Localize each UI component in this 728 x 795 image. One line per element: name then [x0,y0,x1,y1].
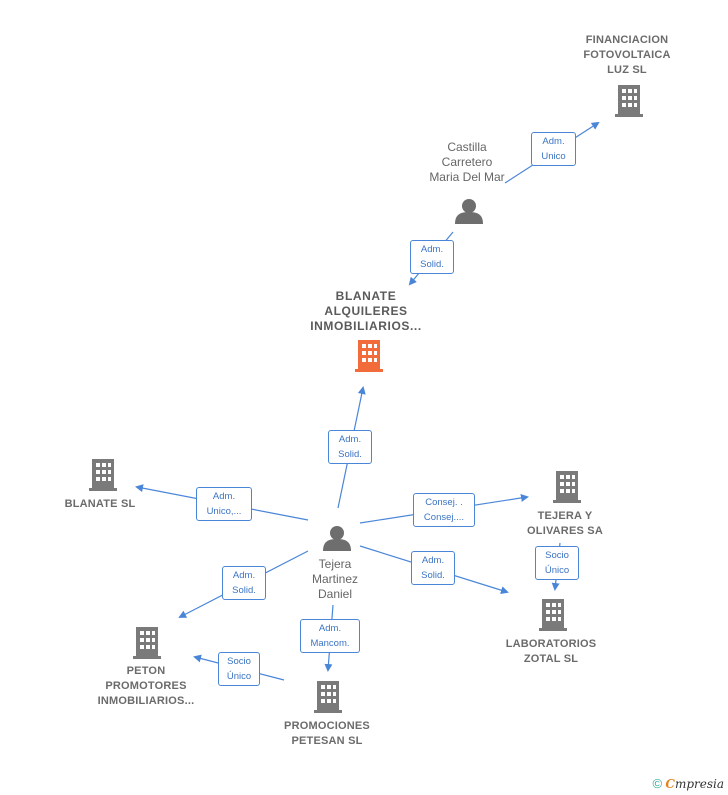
edge-label-tejera-olivares[interactable]: Consej. . Consej.... [413,493,475,527]
node-label-castilla[interactable]: Castilla Carretero Maria Del Mar [429,140,505,184]
building-icon-blanate-alquileres [355,340,383,372]
node-label-financiacion[interactable]: FINANCIACION FOTOVOLTAICA LUZ SL [583,34,671,76]
edge-label-tejera-blanate-alq[interactable]: Adm. Solid. [328,430,372,464]
building-icon-promociones [314,681,342,713]
edge-label-tejera-laboratorios[interactable]: Adm. Solid. [411,551,455,585]
building-icon-tejera-olivares [553,471,581,503]
node-label-promociones[interactable]: PROMOCIONES PETESAN SL [284,720,370,747]
person-icon-castilla [455,199,483,224]
edge-label-tejera-peton[interactable]: Adm. Solid. [222,566,266,600]
person-icon-tejera [323,526,351,551]
edge-label-castilla-blanate[interactable]: Adm. Solid. [410,240,454,274]
building-icon-financiacion [615,85,643,117]
edge-label-castilla-financiacion[interactable]: Adm. Unico [531,132,576,166]
edge-label-tejera-promociones[interactable]: Adm. Mancom. [300,619,360,653]
building-icon-laboratorios [539,599,567,631]
building-icon-peton [133,627,161,659]
footer-brand: © Cmpresia [652,776,724,791]
node-label-peton[interactable]: PETON PROMOTORES INMOBILIARIOS... [97,665,195,707]
edge-label-tejera-blanate-sl[interactable]: Adm. Unico,... [196,487,252,521]
copyright-icon: © [652,776,663,791]
edge-label-promociones-peton[interactable]: Socio Único [218,652,260,686]
node-label-laboratorios[interactable]: LABORATORIOS ZOTAL SL [505,638,597,665]
edge-label-olivares-laboratorios[interactable]: Socio Único [535,546,579,580]
building-icon-blanate-sl [89,459,117,491]
node-label-tejera[interactable]: Tejera Martinez Daniel [311,557,358,601]
brand-logo: Cmpresia [665,777,724,791]
node-label-blanate-alquileres[interactable]: BLANATE ALQUILERES INMOBILIARIOS... [310,289,422,333]
node-label-blanate-sl[interactable]: BLANATE SL [64,498,136,510]
node-label-tejera-olivares[interactable]: TEJERA Y OLIVARES SA [527,510,603,537]
